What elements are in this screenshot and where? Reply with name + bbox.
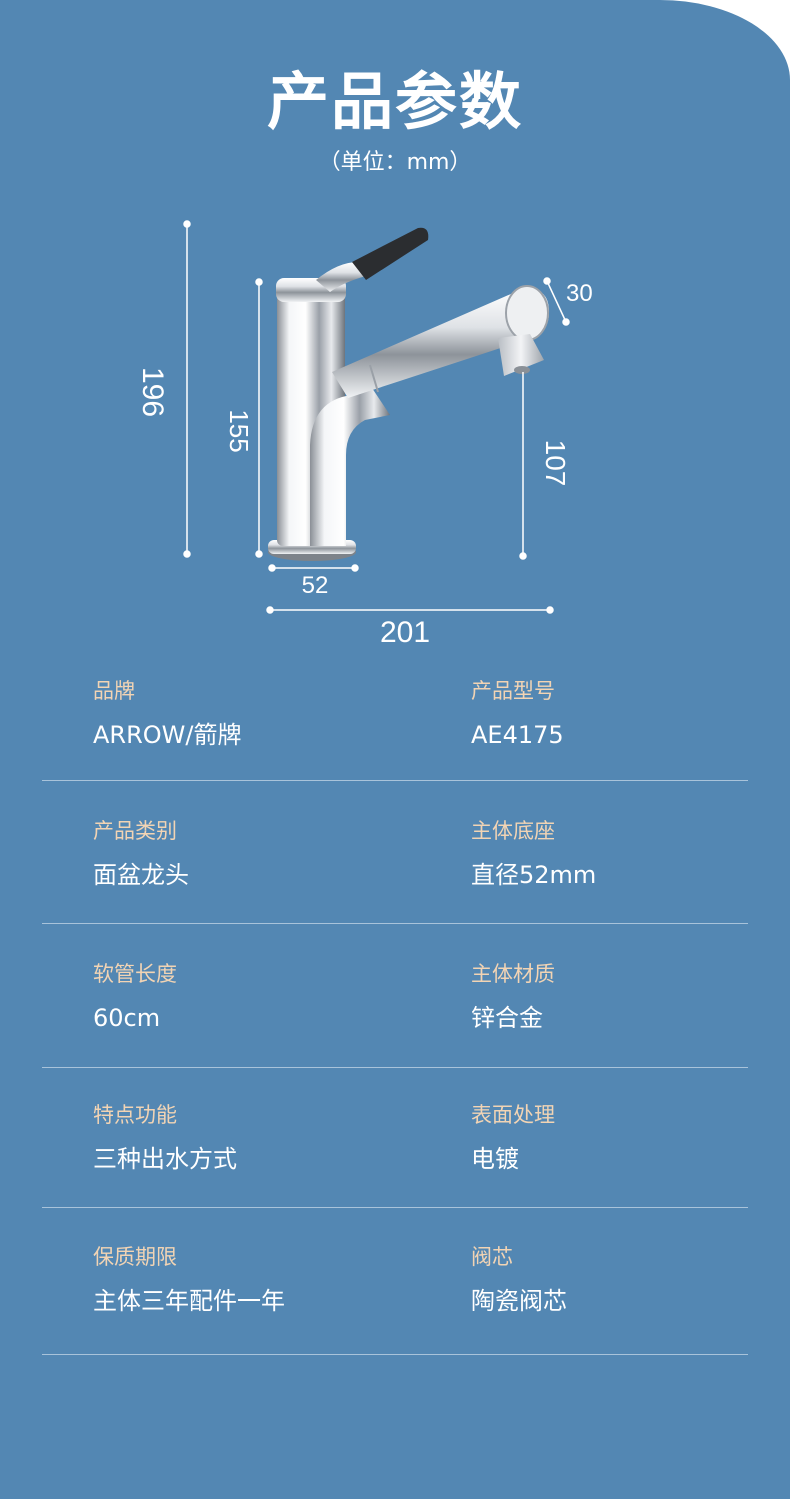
spec-label: 品牌 <box>93 679 135 703</box>
spec-value: 面盆龙头 <box>93 861 189 889</box>
dimension-lines <box>183 220 570 614</box>
spec-label: 保质期限 <box>93 1245 177 1269</box>
spec-row: 保质期限 主体三年配件一年 阀芯 陶瓷阀芯 <box>42 1208 748 1355</box>
page-title: 产品参数 <box>266 65 523 138</box>
spec-label: 产品型号 <box>471 679 555 703</box>
dim-label-total-length: 201 <box>380 616 430 649</box>
spec-row: 软管长度 60cm 主体材质 锌合金 <box>42 924 748 1068</box>
spec-label: 主体材质 <box>471 962 555 986</box>
spec-value: ARROW/箭牌 <box>93 721 242 749</box>
dim-label-spout-diameter: 30 <box>566 280 593 307</box>
dim-label-base-diameter: 52 <box>302 572 329 599</box>
spec-value: 三种出水方式 <box>93 1145 237 1173</box>
spec-value: 锌合金 <box>471 1004 543 1032</box>
spec-label: 产品类别 <box>93 819 177 843</box>
spec-item: 产品类别 面盆龙头 <box>93 816 189 892</box>
dim-label-total-height: 196 <box>136 367 169 417</box>
spec-item: 表面处理 电镀 <box>471 1100 555 1176</box>
spec-value: 电镀 <box>471 1145 519 1173</box>
faucet-dimension-diagram: 196 155 107 30 52 201 <box>136 220 593 649</box>
dim-label-spout-height: 107 <box>540 440 571 487</box>
spec-item: 产品型号 AE4175 <box>471 676 564 752</box>
spec-item: 主体材质 锌合金 <box>471 959 555 1035</box>
unit-note: （单位：mm） <box>318 150 472 175</box>
spec-label: 表面处理 <box>471 1103 555 1127</box>
spec-row: 特点功能 三种出水方式 表面处理 电镀 <box>42 1068 748 1208</box>
spec-label: 阀芯 <box>471 1245 513 1269</box>
spec-label: 特点功能 <box>93 1103 177 1127</box>
spec-row: 产品类别 面盆龙头 主体底座 直径52mm <box>42 781 748 924</box>
faucet-image <box>268 227 550 561</box>
spec-value: 主体三年配件一年 <box>93 1287 285 1315</box>
spec-label: 软管长度 <box>93 962 177 986</box>
spec-value: AE4175 <box>471 721 564 749</box>
spec-value: 陶瓷阀芯 <box>471 1287 567 1315</box>
spec-item: 保质期限 主体三年配件一年 <box>93 1242 285 1318</box>
spec-table: 品牌 ARROW/箭牌 产品型号 AE4175 产品类别 面盆龙头 主体底座 直… <box>42 660 748 1355</box>
spec-item: 主体底座 直径52mm <box>471 816 596 892</box>
spec-label: 主体底座 <box>471 819 555 843</box>
dim-label-body-height: 155 <box>224 409 254 452</box>
spec-item: 软管长度 60cm <box>93 959 177 1035</box>
spec-item: 特点功能 三种出水方式 <box>93 1100 237 1176</box>
spec-item: 阀芯 陶瓷阀芯 <box>471 1242 567 1318</box>
spec-item: 品牌 ARROW/箭牌 <box>93 676 241 752</box>
spec-value: 直径52mm <box>471 861 597 889</box>
spec-value: 60cm <box>93 1004 161 1032</box>
spec-row: 品牌 ARROW/箭牌 产品型号 AE4175 <box>42 660 748 781</box>
